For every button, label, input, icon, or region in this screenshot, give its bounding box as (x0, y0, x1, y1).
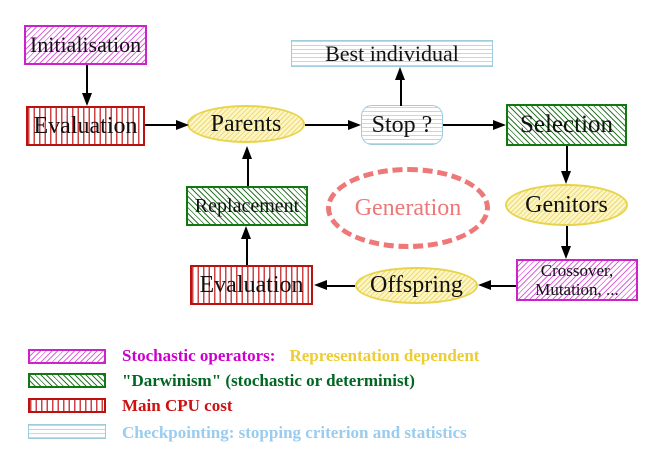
node-stop-label: Stop ? (371, 111, 433, 138)
node-offspring-label: Offspring (370, 272, 463, 298)
node-stop: Stop ? (361, 105, 443, 145)
node-crossover-mutation: Crossover, Mutation, ... (516, 259, 638, 301)
arrowhead-selection-to-genitors (561, 171, 571, 184)
arrow-replacement-to-parents (247, 159, 249, 186)
legend-label-main-cpu-cost: Main CPU cost (122, 396, 233, 415)
legend-label-darwinism: "Darwinism" (stochastic or determinist) (122, 371, 415, 390)
arrow-initialisation-to-evaluation (86, 65, 88, 94)
legend-label-stochastic-operators: Stochastic operators: Representation depe… (122, 346, 479, 366)
legend-swatch-darwinism (28, 373, 106, 388)
node-best-individual-label: Best individual (325, 40, 459, 66)
legend-label-representation-dependent: Representation dependent (289, 346, 480, 365)
arrowhead-replacement-to-parents (242, 146, 252, 159)
node-best-individual: Best individual (291, 40, 493, 67)
arrowhead-genitors-to-crossover (561, 246, 571, 259)
node-evaluation-bottom-label: Evaluation (199, 271, 304, 298)
node-parents: Parents (187, 105, 305, 143)
arrowhead-stop-to-best-individual (395, 67, 405, 80)
node-evaluation-top: Evaluation (26, 106, 145, 146)
node-crossover-line2: Mutation, ... (535, 280, 619, 299)
node-initialisation: Initialisation (24, 25, 147, 65)
node-genitors: Genitors (505, 184, 628, 226)
arrow-crossover-to-offspring (490, 285, 516, 287)
arrow-parents-to-stop (305, 124, 349, 126)
arrowhead-stop-to-selection (493, 120, 506, 130)
node-initialisation-label: Initialisation (29, 32, 142, 57)
node-parents-label: Parents (210, 110, 282, 137)
arrowhead-evaluation-to-parents (176, 120, 189, 130)
arrow-genitors-to-crossover (566, 226, 568, 247)
legend-swatch-main-cpu-cost (28, 398, 106, 413)
node-crossover-line1: Crossover, (540, 261, 614, 280)
node-evaluation-bottom: Evaluation (190, 265, 313, 305)
arrow-selection-to-genitors (566, 146, 568, 172)
arrowhead-parents-to-stop (348, 120, 361, 130)
arrowhead-evaluation-to-replacement (241, 226, 251, 239)
node-selection-label: Selection (519, 111, 614, 138)
legend-swatch-checkpointing (28, 424, 106, 439)
legend-label-checkpointing: Checkpointing: stopping criterion and st… (122, 423, 467, 442)
node-evaluation-top-label: Evaluation (33, 112, 138, 139)
arrow-stop-to-best-individual (400, 79, 402, 106)
arrowhead-offspring-to-evaluation (314, 280, 327, 290)
node-genitors-label: Genitors (525, 191, 608, 218)
node-replacement-label: Replacement (194, 194, 300, 217)
arrow-evaluation-to-parents (145, 124, 177, 126)
legend-swatch-stochastic-operators (28, 349, 106, 364)
arrow-offspring-to-evaluation (326, 285, 355, 287)
node-replacement: Replacement (186, 186, 308, 226)
node-selection: Selection (506, 104, 627, 146)
arrowhead-crossover-to-offspring (478, 280, 491, 290)
legend-label-stochastic-operators-text: Stochastic operators: (122, 346, 276, 365)
generation-loop-label: Generation (354, 194, 462, 221)
generation-loop-ellipse: Generation (326, 167, 490, 249)
arrowhead-initialisation-to-evaluation (82, 93, 92, 106)
node-offspring: Offspring (355, 267, 478, 304)
arrow-evaluation-to-replacement (246, 239, 248, 265)
arrow-stop-to-selection (443, 124, 494, 126)
